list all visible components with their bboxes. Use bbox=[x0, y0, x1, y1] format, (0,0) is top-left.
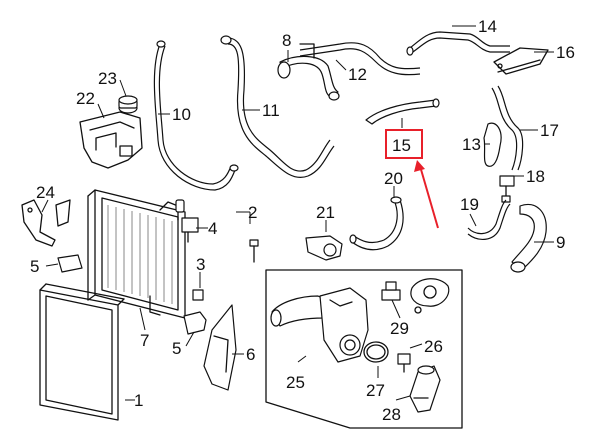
o-ring-27 bbox=[363, 341, 389, 363]
callout-20: 20 bbox=[384, 169, 403, 188]
pipe-14 bbox=[409, 31, 510, 49]
pipe-12 bbox=[299, 42, 421, 70]
pipe-19 bbox=[467, 199, 507, 235]
rubber-pad bbox=[183, 311, 207, 335]
leader-lines bbox=[41, 25, 554, 401]
hose-11 bbox=[223, 37, 331, 172]
callout-14: 14 bbox=[478, 17, 497, 36]
mount-bracket bbox=[21, 199, 71, 247]
callout-13: 13 bbox=[462, 135, 481, 154]
callout-5b: 5 bbox=[172, 339, 181, 358]
callout-28: 28 bbox=[382, 405, 401, 424]
hose-9 bbox=[511, 203, 547, 271]
callout-9: 9 bbox=[556, 233, 565, 252]
callout-8: 8 bbox=[282, 31, 291, 50]
callout-27: 27 bbox=[366, 381, 385, 400]
coolant-reservoir bbox=[79, 95, 143, 169]
rubber-pad bbox=[57, 254, 83, 273]
sensor-29 bbox=[381, 281, 401, 301]
callout-17: 17 bbox=[540, 121, 559, 140]
callout-18: 18 bbox=[526, 167, 545, 186]
callout-21: 21 bbox=[316, 203, 335, 222]
sensor-26 bbox=[397, 353, 411, 373]
callout-10: 10 bbox=[172, 105, 191, 124]
callout-19: 19 bbox=[460, 195, 479, 214]
clip bbox=[192, 289, 204, 301]
gasket bbox=[410, 278, 450, 314]
radiator bbox=[87, 189, 186, 319]
callout-24: 24 bbox=[36, 183, 55, 202]
callout-15: 15 bbox=[392, 136, 411, 155]
callout-5a: 5 bbox=[30, 257, 39, 276]
callout-26: 26 bbox=[424, 337, 443, 356]
callout-12: 12 bbox=[348, 65, 367, 84]
sensor bbox=[181, 217, 199, 243]
callout-11: 11 bbox=[262, 101, 280, 120]
callout-2: 2 bbox=[248, 203, 257, 222]
thermostat-21 bbox=[305, 235, 343, 261]
callout-3: 3 bbox=[196, 255, 205, 274]
hose-8 bbox=[277, 55, 340, 101]
callout-7: 7 bbox=[140, 331, 149, 350]
assembly-box bbox=[265, 269, 463, 429]
air-deflector bbox=[203, 304, 237, 391]
hose-15 bbox=[365, 98, 440, 125]
hose-13 bbox=[483, 122, 502, 167]
fitting-18 bbox=[499, 175, 515, 203]
highlight-callout bbox=[385, 129, 439, 229]
callout-22: 22 bbox=[76, 89, 95, 108]
callout-1: 1 bbox=[134, 391, 143, 410]
bolt bbox=[175, 199, 259, 263]
callout-23: 23 bbox=[98, 69, 117, 88]
pipe-20 bbox=[353, 199, 398, 244]
callout-25: 25 bbox=[286, 373, 305, 392]
callout-labels: 1 2 3 4 5 5 6 7 8 9 10 11 12 13 14 15 16… bbox=[30, 17, 575, 424]
water-outlet-housing bbox=[270, 287, 369, 363]
coolant-outlet-28 bbox=[409, 365, 441, 413]
callout-29: 29 bbox=[390, 319, 409, 338]
hose-17 bbox=[491, 87, 518, 171]
callout-6: 6 bbox=[246, 345, 255, 364]
hose-10 bbox=[153, 43, 236, 191]
pipe-bracket bbox=[493, 47, 549, 75]
condenser bbox=[39, 283, 125, 421]
callout-4: 4 bbox=[208, 219, 217, 238]
callout-16: 16 bbox=[556, 43, 575, 62]
